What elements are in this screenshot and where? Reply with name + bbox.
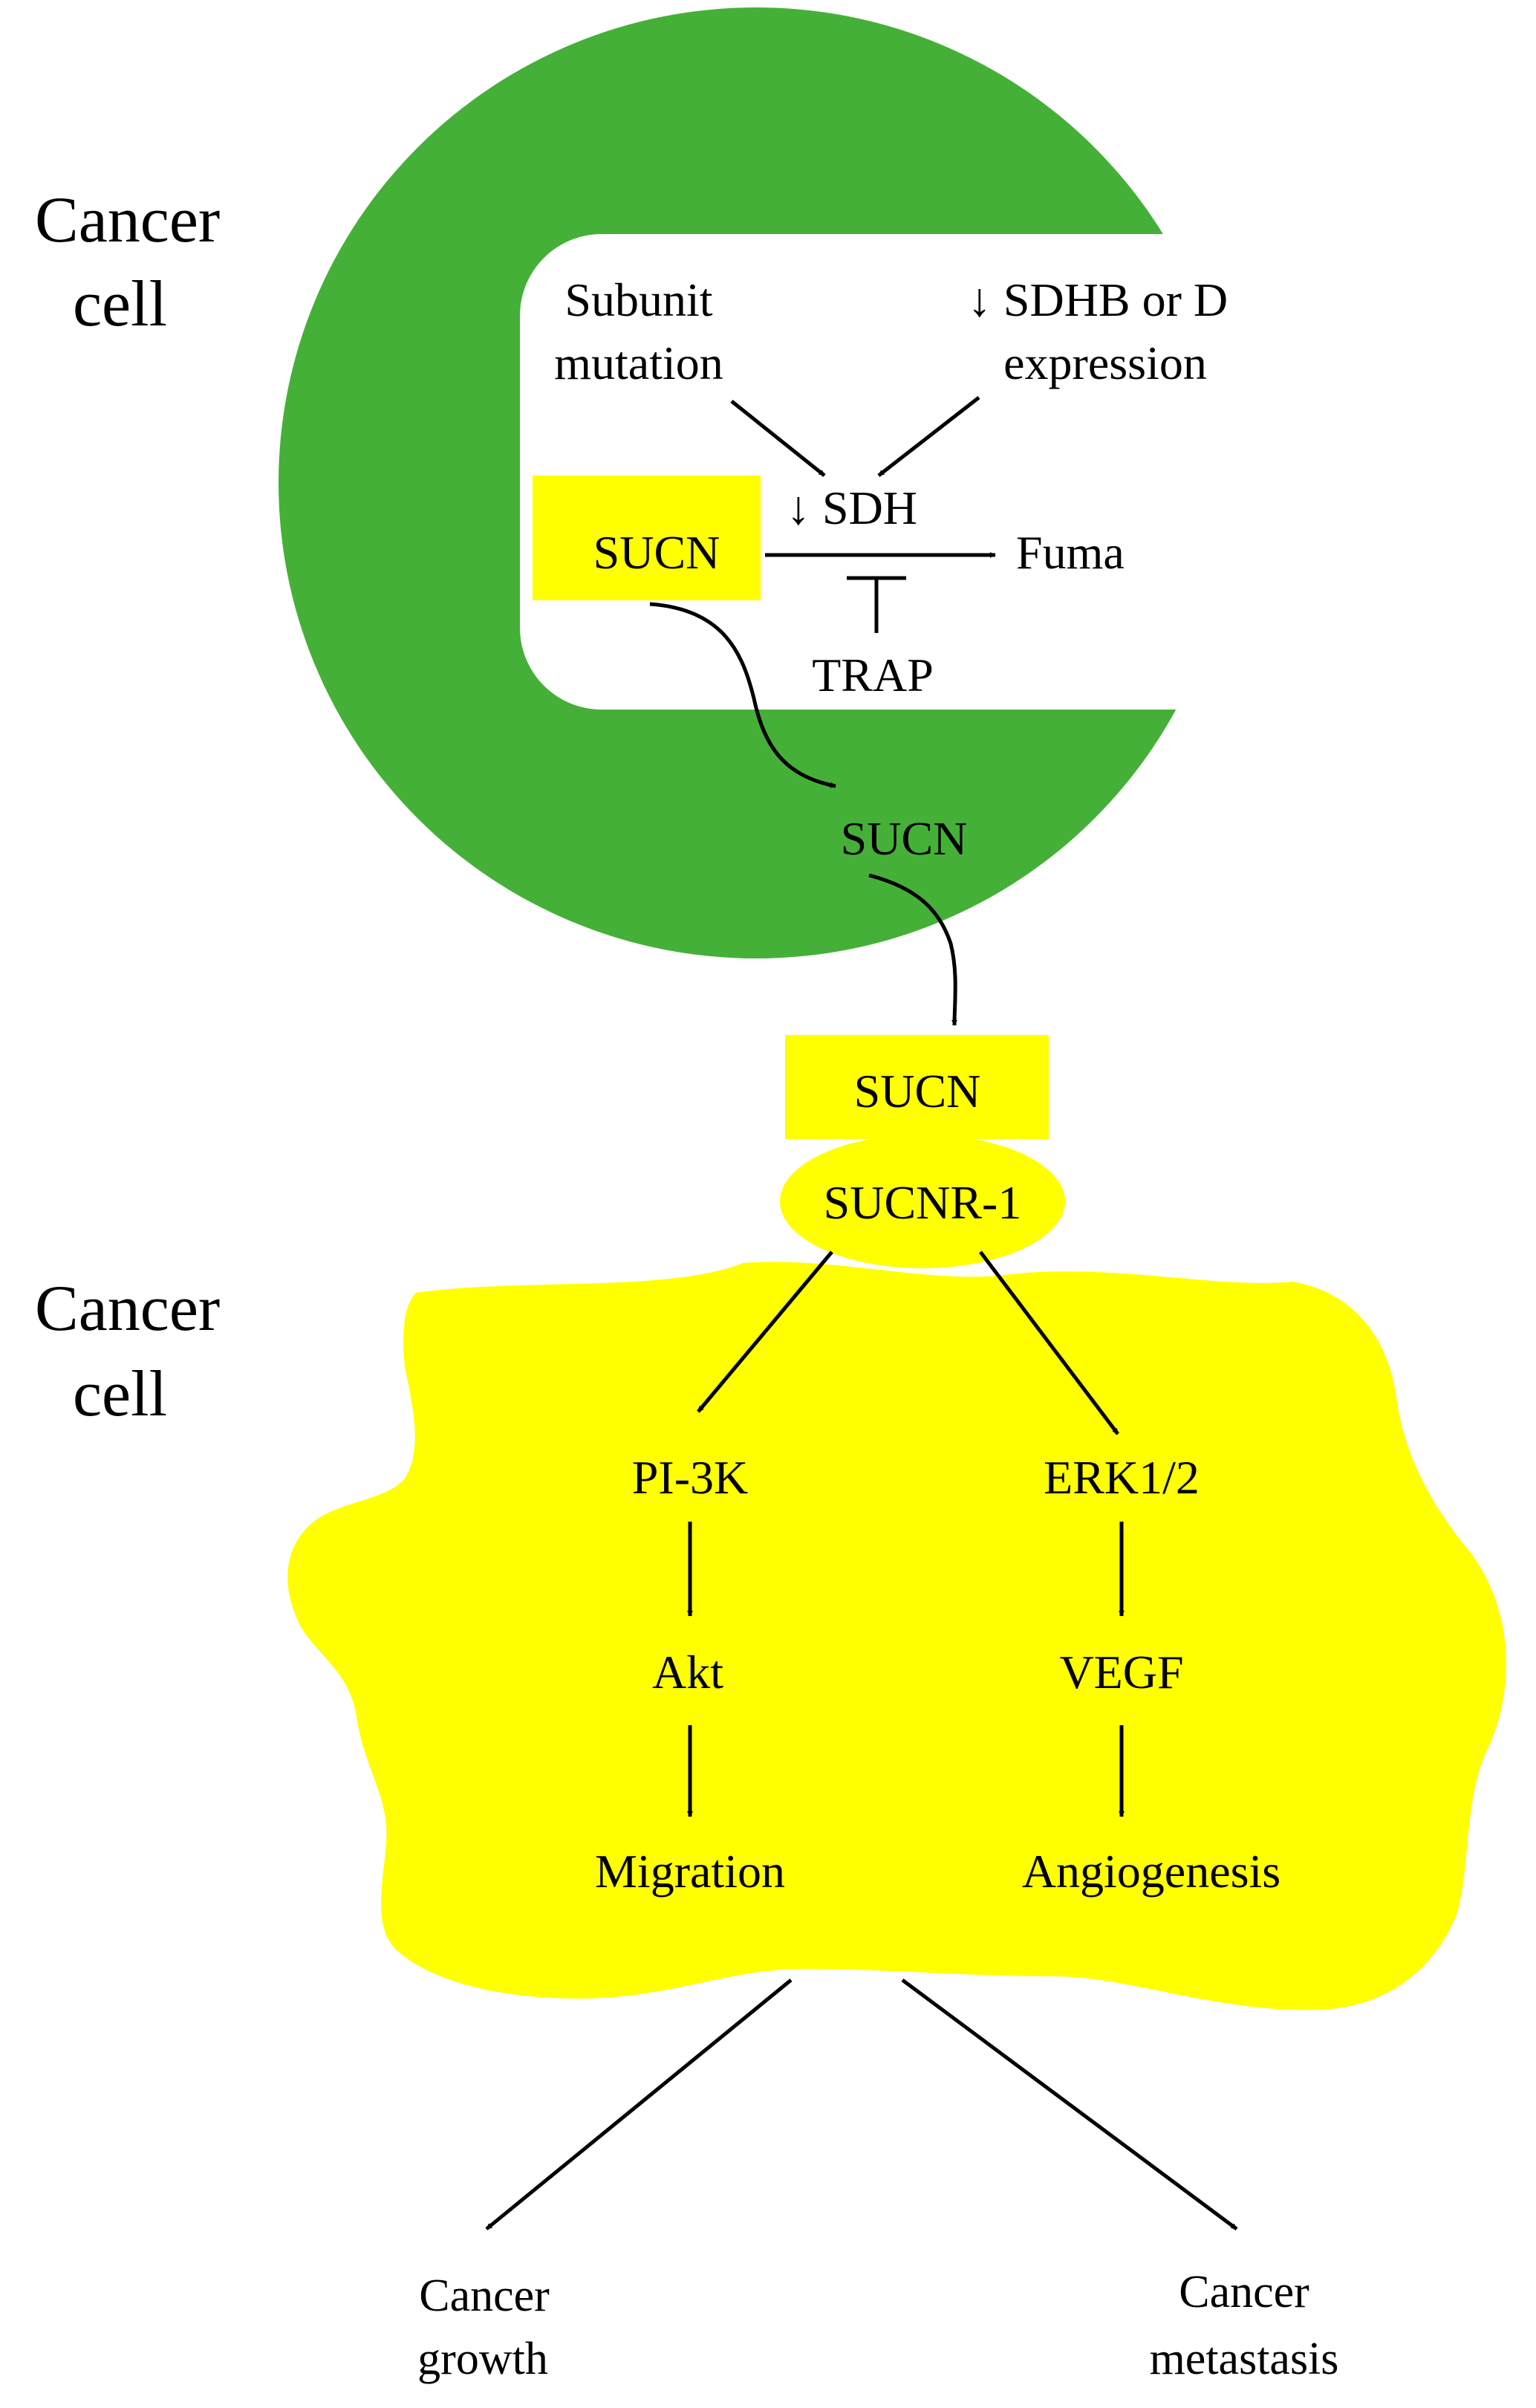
sucnr1-label: SUCNR-1 [824,1176,1022,1229]
bottom-cancer-cell-shape [287,1262,1506,2011]
subunit-mutation-label-line1: Subunit [564,273,712,326]
sdhb-label-line1: ↓ SDHB or D [968,273,1228,326]
subunit-mutation-label-line2: mutation [554,337,723,389]
sucn-inner-label: SUCN [593,526,720,579]
bottom-cell-label-line2: cell [73,1358,167,1430]
arrow-sucnr1-to-erk [979,1250,1119,1435]
arrow-to-cancer-metastasis [901,1978,1238,2231]
sdhb-label-line2: expression [1003,337,1207,389]
sucn-cytoplasm-label: SUCN [841,812,968,865]
sucn-inner-highlight [533,476,761,600]
fuma-label: Fuma [1016,526,1125,579]
arrow-sdhb-to-sdh [877,396,980,477]
arrow-subunit-to-sdh [730,400,826,477]
arrow-sucn-to-cytoplasm [649,602,836,788]
cancer-growth-label-line2: growth [417,2334,548,2384]
migration-label: Migration [595,1845,785,1898]
sucn-extracellular-highlight [785,1035,1049,1139]
erk-label: ERK1/2 [1044,1451,1200,1504]
sucn-extracellular-label: SUCN [854,1065,981,1117]
arrow-cytoplasm-to-extracellular [868,873,958,1026]
cancer-growth-label-line1: Cancer [419,2271,550,2321]
sucnr1-receptor-shape [780,1135,1065,1268]
arrow-to-cancer-growth [485,1979,793,2230]
akt-label: Akt [652,1646,723,1698]
angiogenesis-label: Angiogenesis [1022,1845,1280,1898]
bottom-cell-label-line1: Cancer [35,1273,220,1345]
trap-label: TRAP [812,649,934,701]
top-cell-label-line1: Cancer [35,184,220,256]
cancer-metastasis-label-line1: Cancer [1179,2267,1309,2317]
arrow-sucnr1-to-pi3k [697,1250,833,1413]
pi3k-label: PI-3K [632,1451,748,1504]
vegf-label: VEGF [1059,1646,1183,1698]
sdh-label: ↓ SDH [787,481,917,534]
cancer-metastasis-label-line2: metastasis [1150,2334,1339,2384]
top-cell-label-line2: cell [73,268,167,340]
